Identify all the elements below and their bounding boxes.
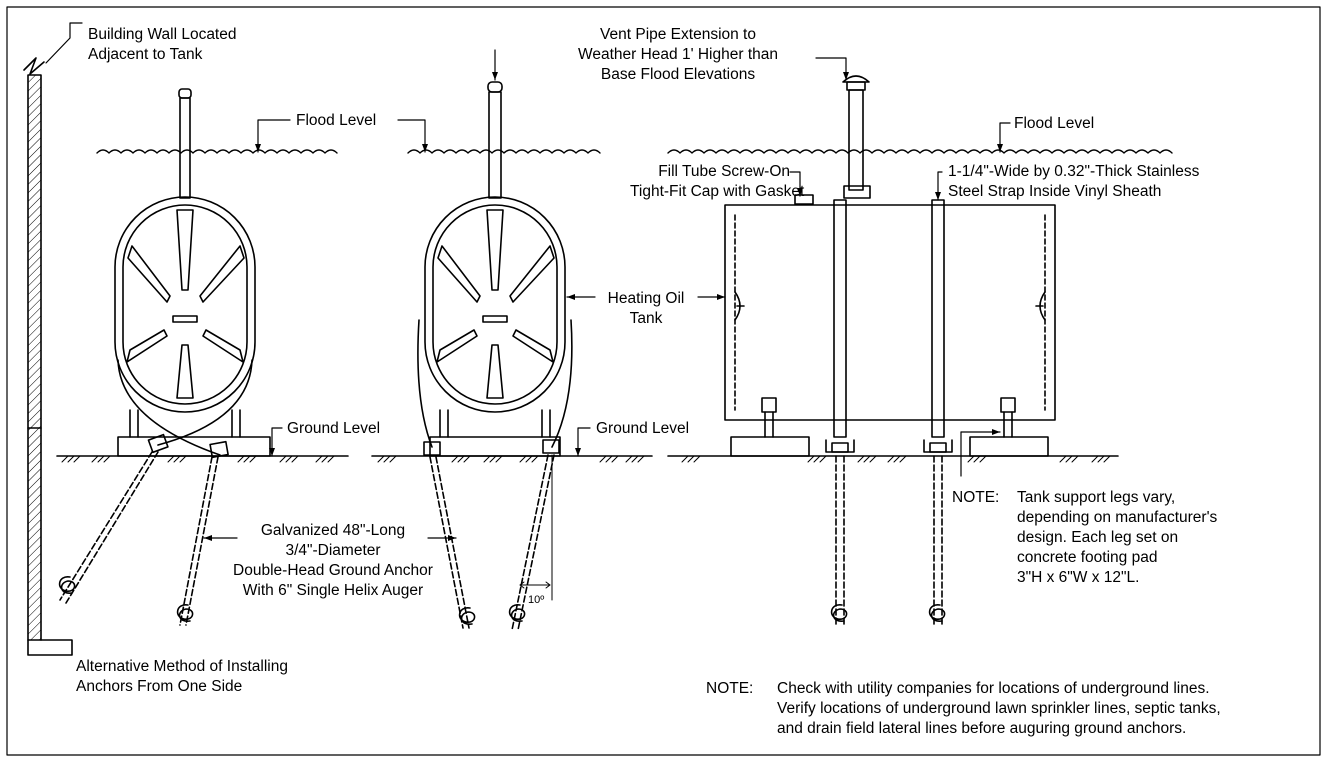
tank-3	[724, 75, 1056, 626]
utility-note-text: Check with utility companies for locatio…	[777, 679, 1221, 739]
heating-oil-tank-line-2: Tank	[629, 310, 663, 327]
ground-anchor-line-4: With 6" Single Helix Auger	[242, 582, 424, 599]
utility-note-label: NOTE:	[706, 680, 754, 697]
strap-line-2: Steel Strap Inside Vinyl Sheath	[948, 183, 1162, 200]
building-wall-line-1: Building Wall Located	[88, 26, 237, 43]
alternative-method-line-2: Anchors From One Side	[76, 678, 243, 695]
ground-anchor-label: Galvanized 48"-Long 3/4"-Diameter Double…	[205, 521, 461, 601]
support-note-line-2: depending on manufacturer's	[1017, 509, 1218, 526]
anchor-angle-label: 10º	[528, 594, 545, 606]
vent-pipe-line-3: Base Flood Elevations	[600, 66, 756, 83]
tank-2	[417, 81, 573, 631]
ground-anchor-line-1: Galvanized 48"-Long	[260, 522, 406, 539]
ground-anchor-line-3: Double-Head Ground Anchor	[233, 562, 433, 579]
drawing-frame	[6, 6, 1321, 756]
heating-oil-tank-line-1: Heating Oil	[607, 290, 685, 307]
utility-note-line-2: Verify locations of underground lawn spr…	[777, 700, 1221, 717]
tank-1	[58, 88, 271, 626]
vent-pipe-line-1: Vent Pipe Extension to	[600, 26, 756, 43]
flood-level-label-1: Flood Level	[296, 112, 377, 129]
heating-oil-tank-label: Heating Oil Tank	[598, 289, 694, 329]
strap-line-1: 1-1/4"-Wide by 0.32"-Thick Stainless	[948, 163, 1200, 180]
flood-level-label-2: Flood Level	[1014, 115, 1095, 132]
vent-pipe-label: Vent Pipe Extension to Weather Head 1' H…	[548, 25, 808, 85]
utility-note-line-1: Check with utility companies for locatio…	[777, 680, 1210, 697]
support-note-label: NOTE:	[952, 489, 1000, 506]
support-note-line-3: design. Each leg set on	[1017, 529, 1179, 546]
support-note-line-4: concrete footing pad	[1017, 549, 1158, 566]
flood-waves	[96, 149, 1173, 154]
building-wall-line-2: Adjacent to Tank	[88, 46, 203, 63]
ground-anchor-line-2: 3/4"-Diameter	[285, 542, 381, 559]
strap-label: 1-1/4"-Wide by 0.32"-Thick Stainless Ste…	[948, 162, 1199, 202]
fill-tube-line-1: Fill Tube Screw-On	[658, 163, 790, 180]
fill-tube-label: Fill Tube Screw-On Tight-Fit Cap with Ga…	[630, 162, 805, 202]
support-note-text: Tank support legs vary, depending on man…	[1017, 488, 1217, 588]
ground-hatching	[61, 455, 1111, 463]
vent-pipe-line-2: Weather Head 1' Higher than	[578, 46, 778, 63]
utility-note-line-3: and drain field lateral lines before aug…	[777, 720, 1187, 737]
support-note-line-5: 3"H x 6"W x 12"L.	[1017, 569, 1140, 586]
arrowheads	[204, 72, 1003, 541]
ground-level-label-1: Ground Level	[287, 420, 381, 437]
alternative-method-label: Alternative Method of Installing Anchors…	[76, 657, 288, 697]
building-wall	[23, 57, 73, 656]
alternative-method-line-1: Alternative Method of Installing	[76, 658, 288, 675]
ground-level-label-2: Ground Level	[596, 420, 690, 437]
building-wall-label: Building Wall Located Adjacent to Tank	[88, 25, 236, 65]
fill-tube-line-2: Tight-Fit Cap with Gasket	[630, 183, 805, 200]
support-note-line-1: Tank support legs vary,	[1017, 489, 1176, 506]
